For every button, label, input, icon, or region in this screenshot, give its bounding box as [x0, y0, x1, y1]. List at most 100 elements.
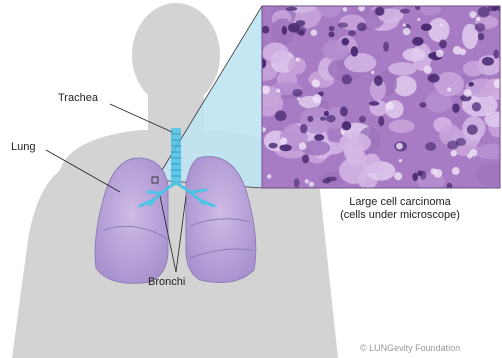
cell-nucleus: [420, 171, 426, 180]
tissue-space: [434, 169, 443, 178]
tissue-space: [452, 167, 460, 175]
tissue-space: [309, 182, 314, 187]
cell-nucleus: [342, 38, 350, 46]
tissue-space: [424, 66, 432, 74]
tissue-space: [305, 179, 309, 183]
credit-text: © LUNGevity Foundation: [360, 343, 460, 353]
cell-nucleus: [482, 57, 494, 66]
cell-nucleus: [493, 49, 498, 59]
cell-nucleus: [412, 173, 418, 181]
tissue-space: [280, 137, 287, 144]
tissue-space: [343, 7, 348, 12]
tissue-space: [299, 142, 307, 150]
tissue-space: [450, 150, 456, 156]
cell-nucleus: [425, 142, 436, 151]
cell-nucleus: [279, 144, 291, 151]
tissue-space: [341, 131, 344, 134]
tissue-space: [276, 89, 280, 93]
tissue-space: [403, 28, 411, 36]
caption-subtitle: (cells under microscope): [300, 209, 500, 222]
tissue-space: [469, 11, 476, 18]
cell-nucleus: [475, 23, 486, 32]
tissue-cell: [434, 72, 464, 96]
cell-nucleus: [269, 143, 278, 149]
cell-nucleus: [400, 9, 410, 14]
cell-nucleus: [412, 37, 423, 46]
cell-nucleus: [322, 178, 331, 183]
cell-nucleus: [468, 82, 474, 87]
cell-nucleus: [326, 115, 335, 122]
cell-nucleus: [300, 124, 307, 134]
tissue-space: [417, 18, 420, 21]
cell-nucleus: [446, 183, 452, 190]
cell-nucleus: [292, 89, 302, 97]
cell-nucleus: [329, 26, 335, 31]
cell-nucleus: [314, 134, 324, 141]
cell-nucleus: [478, 33, 484, 41]
cell-nucleus: [294, 178, 300, 188]
cell-nucleus: [348, 30, 356, 36]
tissue-space: [296, 58, 300, 62]
tissue-cell: [428, 18, 449, 42]
cell-nucleus: [359, 116, 366, 123]
tissue-cell: [403, 48, 426, 61]
caption-title: Large cell carcinoma: [300, 196, 500, 209]
tissue-space: [394, 172, 402, 180]
tissue-space: [447, 87, 451, 91]
tissue-space: [476, 17, 480, 21]
bronchi-label: Bronchi: [148, 276, 185, 288]
tissue-space: [371, 71, 375, 75]
cell-nucleus: [338, 22, 348, 27]
tissue-space: [311, 29, 317, 35]
cell-nucleus: [286, 7, 297, 11]
cell-nucleus: [328, 31, 334, 37]
tissue-cell: [393, 76, 417, 97]
tissue-space: [399, 159, 402, 162]
tissue-space: [470, 149, 478, 157]
cell-nucleus: [342, 121, 352, 130]
tissue-cell: [463, 61, 484, 77]
cell-nucleus: [452, 103, 459, 113]
tissue-space: [494, 79, 502, 88]
tissue-space: [436, 50, 444, 58]
cell-nucleus: [340, 107, 348, 117]
microscope-image: [250, 0, 502, 190]
cell-nucleus: [488, 4, 496, 12]
tissue-space: [464, 89, 472, 97]
cell-nucleus: [375, 7, 385, 16]
cell-nucleus: [275, 110, 287, 121]
tissue-space: [261, 85, 270, 94]
tissue-cell: [263, 42, 289, 63]
cell-nucleus: [342, 74, 352, 84]
tissue-space: [403, 24, 406, 27]
microscope-caption: Large cell carcinoma (cells under micros…: [300, 196, 500, 222]
tissue-space: [386, 102, 394, 110]
cell-nucleus: [262, 26, 270, 34]
tissue-space: [267, 174, 271, 178]
cell-nucleus: [357, 23, 367, 31]
tissue-cell: [420, 1, 441, 15]
tissue-space: [312, 79, 320, 87]
trachea-label: Trachea: [58, 92, 98, 104]
cell-nucleus: [351, 46, 358, 56]
tissue-space: [453, 46, 462, 55]
tissue-space: [440, 23, 443, 26]
tissue-cell: [344, 53, 376, 72]
cell-nucleus: [324, 111, 329, 117]
cell-nucleus: [421, 23, 432, 30]
lung-label: Lung: [11, 141, 35, 153]
cell-nucleus: [282, 26, 287, 35]
cell-nucleus: [467, 125, 478, 135]
tissue-space: [297, 97, 300, 100]
tissue-space: [396, 143, 403, 150]
cell-nucleus: [294, 26, 306, 35]
cell-nucleus: [378, 116, 384, 126]
tissue-cell: [389, 120, 415, 133]
cell-nucleus: [369, 101, 379, 106]
cell-nucleus: [374, 75, 383, 86]
tissue-space: [313, 94, 322, 103]
cell-nucleus: [420, 102, 427, 108]
cell-nucleus: [447, 141, 458, 150]
